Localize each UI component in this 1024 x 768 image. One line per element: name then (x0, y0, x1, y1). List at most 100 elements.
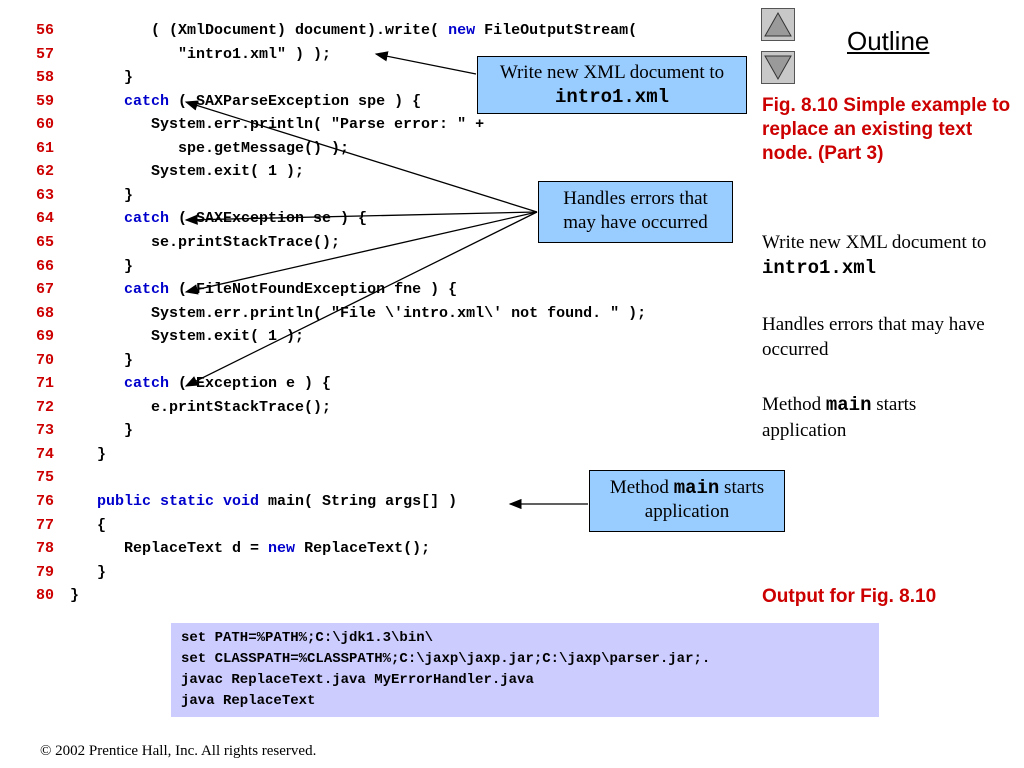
code-text: System.exit( 1 ); (70, 163, 304, 180)
copyright: © 2002 Prentice Hall, Inc. All rights re… (40, 743, 317, 759)
command-line: set CLASSPATH=%CLASSPATH%;C:\jaxp\jaxp.j… (181, 651, 711, 667)
code-fragment (70, 375, 124, 392)
code-text: "intro1.xml" ) ); (70, 46, 331, 63)
note-write-code: intro1.xml (762, 257, 877, 279)
code-fragment (70, 281, 124, 298)
keyword: public static void (97, 493, 260, 510)
code-text: e.printStackTrace(); (70, 399, 331, 416)
code-text: catch ( FileNotFoundException fne ) { (70, 281, 457, 298)
code-fragment (70, 93, 124, 110)
code-fragment: ( SAXException se ) { (169, 210, 368, 228)
keyword: catch (124, 281, 170, 299)
code-text: ReplaceText d = new ReplaceText(); (70, 540, 430, 557)
code-fragment: } (70, 445, 107, 463)
code-fragment: } (70, 422, 134, 440)
note-method-main: Method main starts application (762, 392, 982, 443)
callout-write-code: intro1.xml (554, 86, 670, 108)
line-number: 76 (36, 493, 55, 510)
code-text: catch ( SAXParseException spe ) { (70, 93, 421, 110)
command-line: set PATH=%PATH%;C:\jdk1.3\bin\ (181, 630, 434, 646)
code-fragment: main( String args[] ) (259, 493, 458, 510)
output-label: Output for Fig. 8.10 (762, 586, 937, 607)
line-number: 58 (36, 69, 55, 87)
keyword: catch (124, 210, 170, 228)
code-fragment: System.err.println( "File \'intro.xml\' … (70, 304, 647, 322)
figure-title: Fig. 8.10 Simple example to replace an e… (762, 95, 1011, 164)
code-fragment: ( FileNotFoundException fne ) { (169, 281, 458, 299)
line-number: 70 (36, 351, 55, 369)
code-fragment: FileOutputStream( (475, 22, 638, 39)
code-fragment: System.err.println( "Parse error: " + (70, 116, 485, 134)
code-text: { (70, 517, 106, 534)
code-text: } (70, 422, 133, 439)
line-number: 56 (36, 22, 55, 39)
code-fragment: { (70, 516, 107, 534)
code-fragment: ( Exception e ) { (169, 375, 332, 393)
command-line: java ReplaceText (181, 693, 316, 709)
callout-write-text: Write new XML document to (499, 62, 725, 83)
line-number: 67 (36, 281, 55, 299)
line-number: 60 (36, 116, 55, 134)
code-text: System.err.println( "Parse error: " + (70, 116, 484, 133)
line-number: 59 (36, 92, 55, 110)
triangle-up-icon (764, 11, 792, 37)
code-fragment: } (70, 69, 134, 87)
line-number: 57 (36, 45, 55, 63)
callout-handles-errors: Handles errors that may have occurred (538, 181, 733, 243)
callout-main-after: starts application (644, 477, 765, 522)
note-write-text: Write new XML document to (762, 232, 987, 253)
line-number: 65 (36, 233, 55, 251)
code-fragment: } (70, 587, 80, 605)
outline-link[interactable]: Outline (847, 26, 930, 56)
code-fragment (70, 210, 124, 227)
triangle-down-icon (764, 55, 792, 81)
line-number: 69 (36, 328, 55, 346)
code-text: } (70, 187, 133, 204)
line-number: 68 (36, 304, 55, 322)
code-text: } (70, 564, 106, 581)
arrow-to-line-57 (374, 51, 477, 75)
note-main-code: main (825, 394, 872, 416)
line-number: 66 (36, 257, 55, 275)
line-number: 61 (36, 139, 55, 157)
line-number: 62 (36, 163, 55, 181)
line-number: 63 (36, 186, 55, 204)
code-text: } (70, 69, 133, 86)
code-text: System.err.println( "File \'intro.xml\' … (70, 305, 646, 322)
code-text: catch ( Exception e ) { (70, 375, 331, 392)
code-text: ( (XmlDocument) document).write( new Fil… (70, 22, 637, 39)
note-handles-errors: Handles errors that may have occurred (762, 314, 985, 360)
line-number: 71 (36, 375, 55, 393)
callout-main-before: Method (609, 477, 674, 498)
code-fragment: } (70, 257, 134, 275)
code-text: se.printStackTrace(); (70, 234, 340, 251)
line-number: 79 (36, 563, 55, 581)
line-number: 64 (36, 210, 55, 228)
keyword: new (268, 540, 296, 558)
code-text: } (70, 352, 133, 369)
code-fragment: } (70, 186, 134, 204)
code-fragment: ReplaceText(); (295, 540, 431, 558)
code-fragment: } (70, 563, 107, 581)
code-fragment: spe.getMessage() ); (70, 139, 350, 157)
next-slide-button[interactable] (761, 51, 795, 84)
previous-slide-button[interactable] (761, 8, 795, 41)
code-text: } (70, 446, 106, 463)
code-fragment: ( SAXParseException spe ) { (169, 92, 422, 110)
keyword: new (448, 22, 476, 39)
line-number: 74 (36, 445, 55, 463)
keyword: catch (124, 92, 170, 110)
note-main-before: Method (762, 394, 826, 415)
code-text: spe.getMessage() ); (70, 140, 349, 157)
callout-write-xml: Write new XML document to intro1.xml (477, 56, 747, 114)
note-write-xml: Write new XML document to intro1.xml (762, 230, 1022, 281)
command-line: javac ReplaceText.java MyErrorHandler.ja… (181, 672, 534, 688)
code-text: public static void main( String args[] ) (70, 493, 457, 510)
code-text: } (70, 258, 133, 275)
code-fragment (70, 493, 97, 510)
keyword: catch (124, 375, 170, 393)
code-fragment: ( (XmlDocument) document).write( (70, 22, 449, 39)
callout-method-main: Method main starts application (589, 470, 785, 532)
line-number: 77 (36, 516, 55, 534)
line-number: 78 (36, 540, 55, 558)
